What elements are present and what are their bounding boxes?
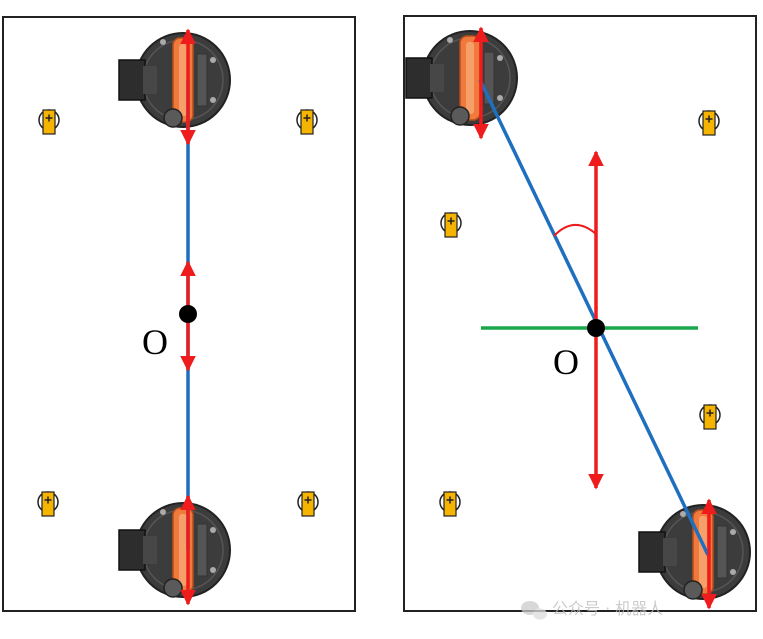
watermark-text: 公众号 · 机器人 [552, 599, 663, 618]
panel-right-rotation: O [403, 15, 757, 612]
center-point [179, 305, 197, 323]
watermark: 公众号 · 机器人 [521, 599, 663, 620]
wechat-logo-icon [521, 601, 547, 620]
wheel-axis-line [478, 79, 710, 556]
origin-label: O [553, 342, 579, 382]
origin-label: O [142, 322, 168, 362]
panel-left-straight: O [2, 16, 356, 612]
angle-arc [553, 224, 597, 237]
center-point [587, 319, 605, 337]
